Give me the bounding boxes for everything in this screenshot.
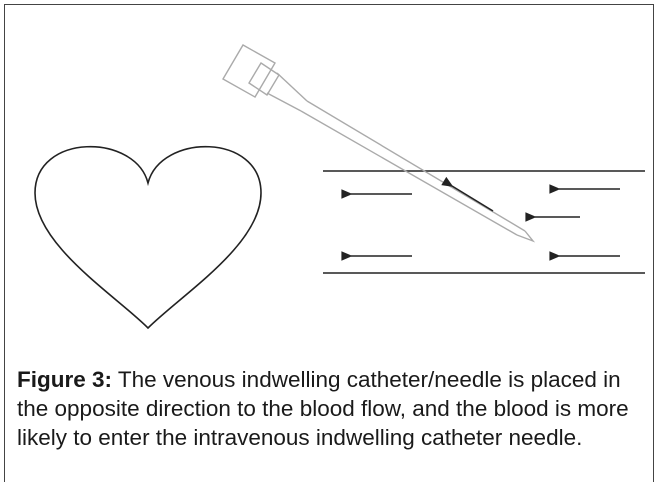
blood-flow-arrows [351, 186, 620, 256]
heart-shape [35, 147, 261, 328]
figure-caption: Figure 3: The venous indwelling catheter… [17, 365, 653, 452]
catheter-needle [223, 45, 533, 241]
figure-illustration [5, 5, 655, 355]
figure-frame: Figure 3: The venous indwelling catheter… [4, 4, 654, 482]
figure-label: Figure 3: [17, 367, 112, 392]
needle-tip [517, 231, 533, 241]
catheter-hub [223, 45, 275, 97]
flow-arrow-into-catheter [452, 186, 493, 211]
